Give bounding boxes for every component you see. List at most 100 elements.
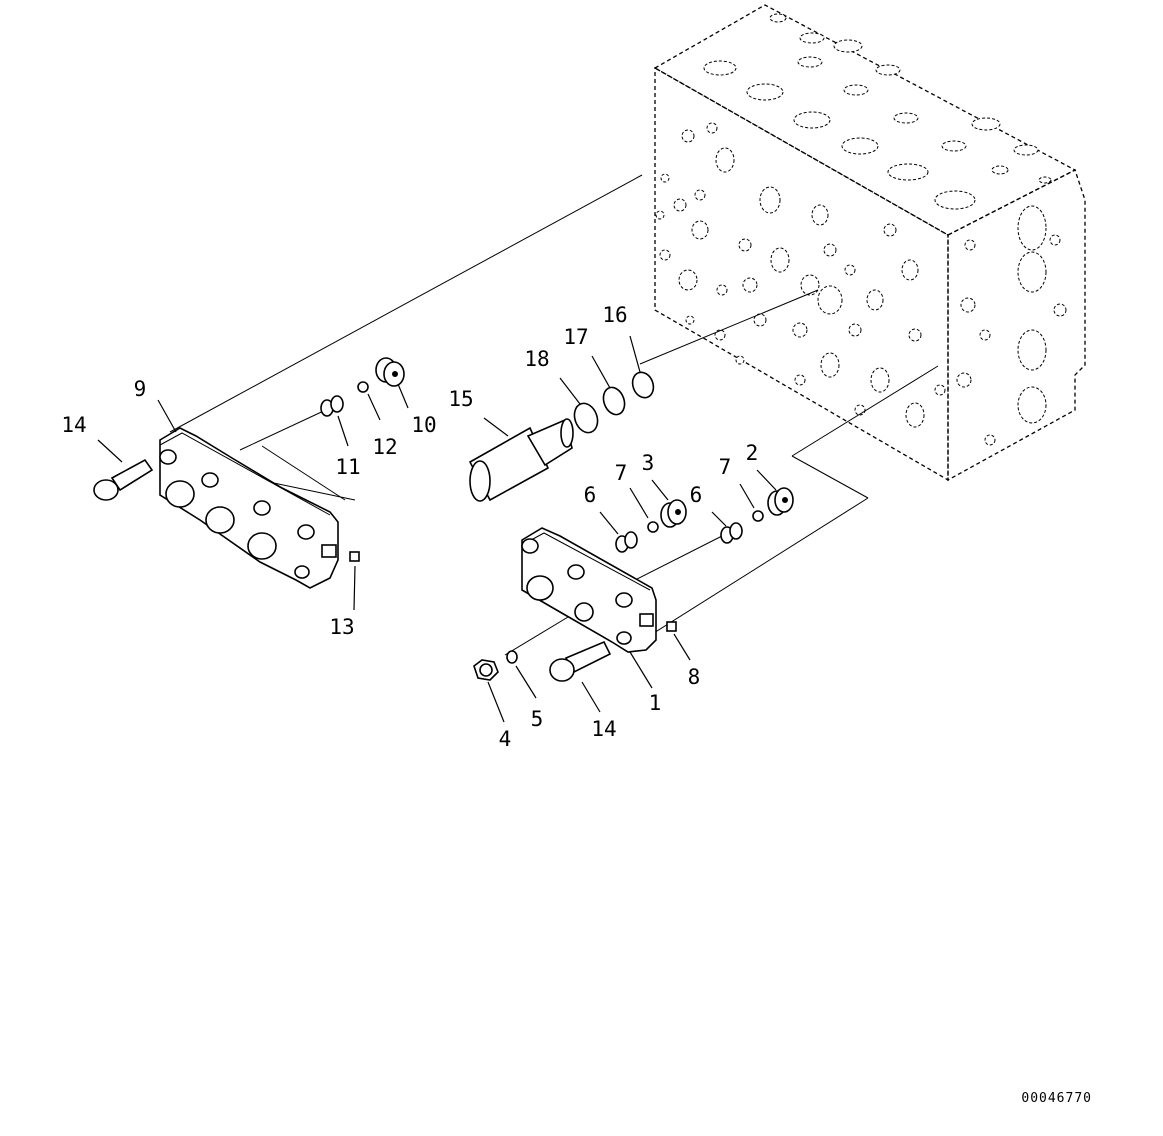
label-part-7-left: 7 (615, 461, 628, 485)
block-port-hole (799, 32, 825, 44)
block-port-hole (794, 374, 806, 386)
block-port-hole (678, 269, 698, 291)
block-port-hole (934, 384, 946, 396)
o-ring-part-17 (602, 386, 626, 416)
block-port-hole (908, 328, 922, 342)
plug-part-6-right (720, 522, 743, 544)
block-port-hole (833, 39, 863, 53)
plug-part-4 (473, 659, 499, 681)
block-port-hole (735, 355, 745, 365)
block-port-hole (991, 165, 1009, 175)
block-port-hole (893, 112, 919, 124)
block-port-hole (759, 186, 781, 214)
label-part-4: 4 (499, 727, 512, 751)
bolt-part-14-right (549, 640, 612, 682)
block-port-hole (716, 284, 728, 296)
label-part-16: 16 (602, 303, 627, 327)
block-port-hole (706, 122, 718, 134)
label-part-14-right: 14 (591, 717, 616, 741)
plug-part-11 (320, 395, 344, 417)
block-port-hole (823, 243, 837, 257)
document-number: 00046770 (1021, 1091, 1092, 1106)
valve-body-part-1 (521, 527, 657, 653)
block-port-hole (979, 329, 991, 341)
block-port-hole (984, 434, 996, 446)
block-port-hole (883, 223, 897, 237)
block-port-hole (960, 297, 976, 313)
label-part-18: 18 (524, 347, 549, 371)
block-port-hole (659, 249, 671, 261)
block-port-hole (941, 140, 967, 152)
plug-part-3 (660, 499, 687, 528)
o-ring-part-16 (631, 371, 655, 399)
block-port-hole (964, 239, 976, 251)
block-port-hole (870, 367, 890, 393)
block-port-hole (793, 111, 831, 129)
label-leaders (97, 335, 777, 723)
block-port-hole (691, 220, 709, 240)
bolt-part-14-left (93, 458, 154, 501)
label-part-6-right: 6 (690, 483, 703, 507)
label-part-14-left: 14 (61, 413, 86, 437)
valve-body-part-9 (159, 427, 339, 589)
ball-part-12 (357, 381, 369, 393)
cartridge-part-15 (468, 418, 574, 502)
block-port-hole (673, 198, 687, 212)
block-port-hole (843, 84, 869, 96)
valve-block (653, 4, 1086, 482)
part-number-labels: 1 2 3 4 5 6 6 7 7 8 9 10 11 12 13 14 14 … (61, 303, 758, 751)
label-part-8: 8 (688, 665, 701, 689)
block-port-hole (685, 315, 695, 325)
block-port-hole (887, 163, 929, 181)
screw-part-13 (349, 551, 360, 562)
screw-part-8 (666, 621, 677, 632)
block-port-hole (1013, 144, 1039, 156)
block-port-hole (655, 210, 665, 220)
block-port-hole (1017, 251, 1047, 293)
block-port-hole (742, 277, 758, 293)
block-port-hole (746, 83, 784, 101)
block-port-hole (714, 329, 726, 341)
block-port-hole (694, 189, 706, 201)
label-part-10: 10 (411, 413, 436, 437)
block-port-hole (660, 173, 670, 183)
block-port-hole (800, 274, 820, 296)
label-part-5: 5 (531, 707, 544, 731)
label-part-15: 15 (448, 387, 473, 411)
label-part-13: 13 (329, 615, 354, 639)
block-port-hole (848, 323, 862, 337)
o-ring-part-18 (573, 402, 599, 434)
block-port-hole (769, 13, 787, 23)
block-port-hole (1017, 386, 1047, 424)
label-part-7-right: 7 (719, 455, 732, 479)
block-port-hole (1017, 329, 1047, 371)
block-port-hole (797, 56, 823, 68)
ball-part-7-left (647, 521, 659, 533)
block-port-hole (715, 147, 735, 173)
block-port-hole (1038, 176, 1052, 184)
plug-part-2 (767, 487, 794, 516)
block-port-hole (703, 60, 737, 76)
block-port-hole (811, 204, 829, 226)
block-port-hole (681, 129, 695, 143)
label-part-2: 2 (746, 441, 759, 465)
block-port-hole (792, 322, 808, 338)
plug-part-10 (375, 357, 405, 387)
label-part-12: 12 (372, 435, 397, 459)
block-port-hole (1017, 205, 1047, 251)
ball-part-7-right (752, 510, 764, 522)
label-part-3: 3 (642, 451, 655, 475)
block-port-hole (901, 259, 919, 281)
block-port-hole (1049, 234, 1061, 246)
block-port-hole (817, 285, 843, 315)
block-port-hole (956, 372, 972, 388)
block-port-holes (655, 13, 1067, 446)
block-port-hole (844, 264, 856, 276)
label-part-11: 11 (335, 455, 360, 479)
block-port-hole (971, 117, 1001, 131)
block-port-hole (1053, 303, 1067, 317)
block-port-hole (905, 402, 925, 428)
plug-part-6-left (615, 531, 638, 553)
